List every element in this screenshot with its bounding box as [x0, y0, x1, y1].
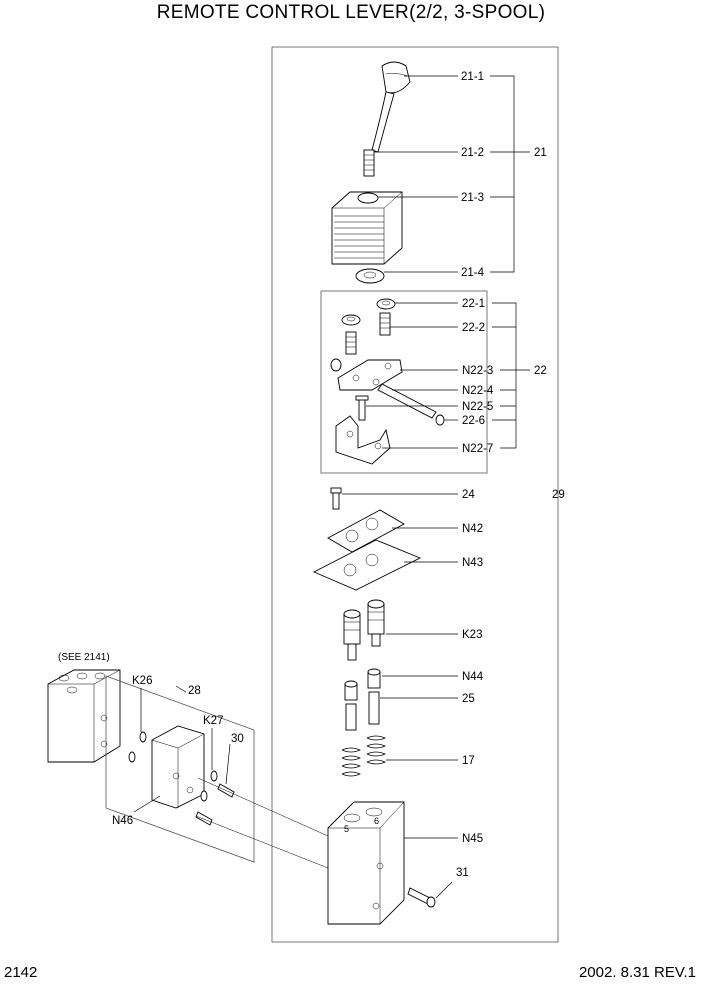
- lever-knob-21-1: [381, 61, 411, 94]
- label-22-1: 22-1: [462, 298, 485, 310]
- label-K26: K26: [132, 675, 152, 687]
- label-N22-4: N22-4: [462, 385, 494, 397]
- label-22: 22: [534, 365, 547, 377]
- bracket-N22-7: [335, 415, 391, 465]
- label-21: 21: [534, 147, 547, 159]
- label-31: 31: [456, 867, 469, 879]
- screw-N22-5: [355, 395, 369, 421]
- spring-17: [341, 735, 386, 777]
- label-21-2: 21-2: [461, 147, 484, 159]
- adapter-block-28: [151, 725, 205, 809]
- nut-21-4: [355, 268, 385, 284]
- label-22-6: 22-6: [462, 415, 485, 427]
- lever-rod-21-2: [363, 91, 395, 177]
- gasket-N43: [312, 539, 422, 591]
- label-21-4: 21-4: [461, 267, 485, 279]
- gasket-N42: [327, 509, 405, 553]
- label-N42: N42: [462, 523, 483, 535]
- label-21-1: 21-1: [461, 71, 484, 83]
- label-N22-7: N22-7: [462, 443, 493, 455]
- oring-K26-b: [128, 751, 136, 763]
- label-N45: N45: [462, 833, 483, 845]
- page-number: 2142: [4, 964, 38, 981]
- spring-seat-N44: [344, 668, 381, 701]
- label-30: 30: [231, 733, 244, 745]
- lever-boot-21-3: [331, 191, 403, 265]
- label-17: 17: [462, 755, 475, 767]
- label-22-2: 22-2: [462, 322, 485, 334]
- manifold-block-2141: [47, 669, 121, 763]
- label-K27: K27: [203, 715, 223, 727]
- label-24: 24: [462, 489, 475, 501]
- oring-K27-b: [200, 790, 208, 802]
- plate-N22-3: [337, 359, 403, 391]
- label-N46: N46: [112, 815, 133, 827]
- label-K23: K23: [462, 629, 482, 641]
- oring-K26-a: [139, 731, 147, 743]
- page-title: REMOTE CONTROL LEVER(2/2, 3-SPOOL): [156, 2, 546, 23]
- revision-date: 2002. 8.31 REV.1: [578, 964, 696, 981]
- see-note: (SEE 2141): [58, 652, 110, 663]
- nut-22-1: [376, 298, 396, 310]
- leader-lines: [133, 75, 530, 899]
- screw-24: [330, 487, 342, 510]
- bolt-31: [407, 887, 436, 908]
- label-25: 25: [462, 693, 475, 705]
- assembly-guide-lines: [195, 777, 329, 869]
- pin-N22-4: [377, 383, 445, 426]
- label-21-3: 21-3: [461, 192, 484, 204]
- subassembly-frame-28: [105, 675, 255, 863]
- oring-left: [330, 358, 342, 372]
- plunger-K23: [343, 599, 385, 661]
- label-port-5: 5: [344, 824, 349, 834]
- assembly-frame-29: [271, 46, 559, 943]
- label-28: 28: [188, 685, 201, 697]
- label-N43: N43: [462, 557, 483, 569]
- bolt-22-2b: [345, 331, 357, 355]
- nut-22-1b: [341, 314, 361, 326]
- label-N22-3: N22-3: [462, 365, 493, 377]
- push-rod-25: [345, 691, 380, 731]
- oring-K27-a: [210, 770, 218, 782]
- valve-body-N45: [327, 801, 405, 925]
- label-29: 29: [552, 489, 565, 501]
- bolt-22-2: [379, 312, 391, 336]
- label-port-6: 6: [374, 816, 379, 826]
- subassembly-frame-22: [320, 290, 488, 474]
- label-N44: N44: [462, 671, 484, 683]
- label-N22-5: N22-5: [462, 401, 493, 413]
